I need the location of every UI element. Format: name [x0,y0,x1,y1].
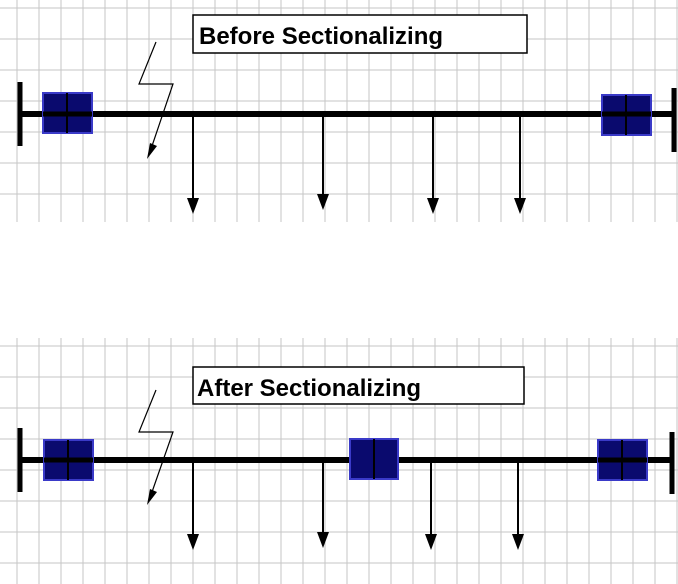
load-arrow [187,460,199,550]
load-arrow [425,460,437,550]
load-arrow [317,114,329,210]
panel-title: Before Sectionalizing [199,23,443,50]
load-arrow [512,460,524,550]
arrow-down-icon [317,194,329,210]
end-breaker [597,439,648,481]
end-breaker [601,94,652,136]
load-arrow [514,114,526,214]
lightning-bolt-icon [138,41,174,159]
arrow-down-icon [512,534,524,550]
panel-before: Before Sectionalizing [17,14,677,214]
arrow-down-icon [317,532,329,548]
load-arrow [187,114,199,214]
source-breaker [42,92,93,134]
lightning-bolt-icon [138,389,174,505]
arrow-down-icon [187,534,199,550]
arrow-down-icon [187,198,199,214]
load-arrow [427,114,439,214]
panel-title-box: Before Sectionalizing [192,14,528,54]
panel-after: After Sectionalizing [17,366,675,550]
arrow-down-icon [425,534,437,550]
arrow-down-icon [427,198,439,214]
panel-title-box: After Sectionalizing [192,366,525,405]
arrow-down-icon [514,198,526,214]
source-breaker [43,439,94,481]
panel-title: After Sectionalizing [197,375,421,402]
load-arrow [317,460,329,548]
sectionalizing-breaker [349,438,399,480]
